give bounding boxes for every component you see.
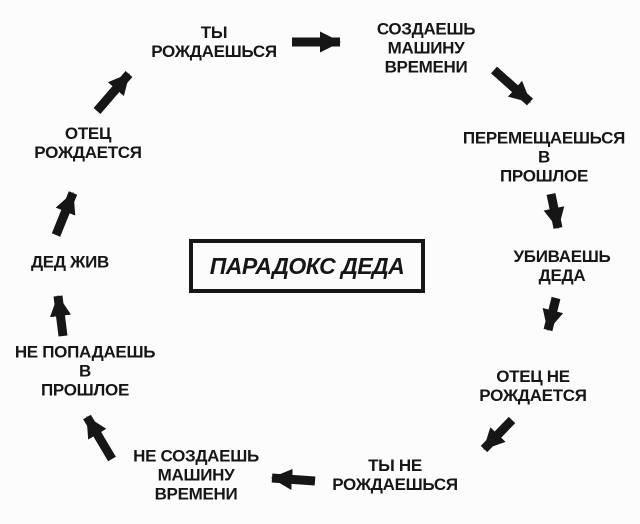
node-kill-grandfather: УБИВАЕШЬ ДЕДА: [513, 246, 611, 285]
title-box: ПАРАДОКС ДЕДА: [189, 239, 425, 293]
node-you-are-not-born: ТЫ НЕ РОЖДАЕШЬСЯ: [332, 455, 458, 494]
node-father-is-born: ОТЕЦ РОЖДАЕТСЯ: [34, 123, 142, 162]
arrow-create-time-machine-to-travel-to-past: [491, 66, 533, 106]
node-you-are-born: ТЫ РОЖДАЕШЬСЯ: [151, 22, 277, 61]
node-grandfather-alive: ДЕД ЖИВ: [30, 252, 110, 272]
arrow-travel-to-past-to-kill-grandfather: [543, 193, 565, 230]
node-father-not-born: ОТЕЦ НЕ РОЖДАЕТСЯ: [479, 366, 587, 405]
arrow-father-not-born-to-you-are-not-born: [480, 416, 516, 453]
node-create-time-machine: СОЗДАЕШЬ МАШИНУ ВРЕМЕНИ: [376, 19, 476, 77]
arrow-kill-grandfather-to-father-not-born: [542, 296, 564, 332]
arrow-dont-get-to-past-to-grandfather-alive: [49, 294, 71, 337]
diagram-title: ПАРАДОКС ДЕДА: [209, 252, 405, 279]
node-travel-to-past: ПЕРЕМЕЩАЕШЬСЯ В ПРОШЛОЕ: [462, 128, 626, 186]
arrow-dont-create-time-machine-to-dont-get-to-past: [83, 414, 116, 462]
node-dont-create-time-machine: НЕ СОЗДАЕШЬ МАШИНУ ВРЕМЕНИ: [133, 446, 259, 504]
arrow-grandfather-alive-to-father-is-born: [51, 191, 78, 237]
node-dont-get-to-past: НЕ ПОПАДАЕШЬ В ПРОШЛОЕ: [14, 342, 156, 400]
arrow-father-is-born-to-you-are-born: [93, 71, 133, 114]
arrow-you-are-not-born-to-dont-create-time-machine: [270, 468, 316, 490]
